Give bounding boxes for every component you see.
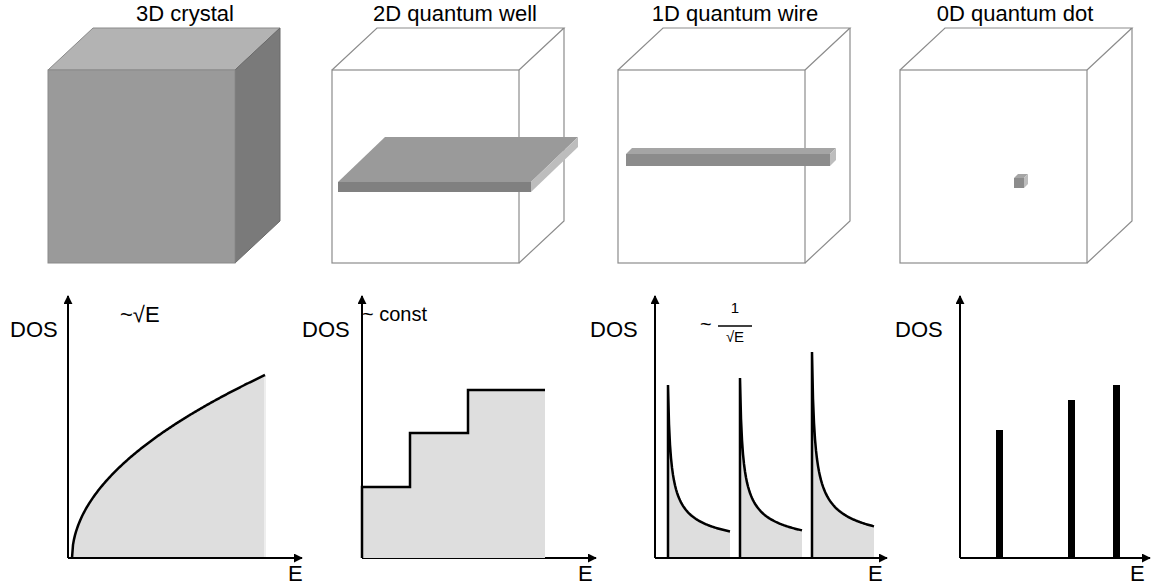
dos-staircase [362, 390, 545, 558]
fraction-bar [718, 325, 752, 327]
axes [68, 296, 1150, 558]
axis-label: DOS [590, 318, 638, 342]
quantum-dot-cube [1014, 174, 1028, 188]
dos-inverse-sqrt-curve [668, 385, 730, 558]
panel-title: 2D quantum well [373, 2, 537, 26]
dos-fill [812, 352, 874, 558]
axis-label: E [288, 562, 303, 586]
axis-label: E [868, 562, 883, 586]
axis-label: DOS [895, 318, 943, 342]
formula: ~√E [120, 303, 160, 327]
formula: 1 [731, 300, 739, 317]
dos-inverse-sqrt-curve [740, 378, 802, 558]
quantum-well-slab [338, 137, 578, 192]
formula: ~ const [362, 303, 427, 325]
axis-label: E [1130, 562, 1145, 586]
dos-fill [668, 385, 730, 558]
axis-label: DOS [10, 318, 58, 342]
solid-cube [48, 28, 280, 263]
dos-sqrt-curve [72, 375, 265, 558]
panel-title: 1D quantum wire [652, 2, 818, 26]
box-outline [900, 28, 1132, 263]
box-outline [618, 28, 850, 263]
formula: ~ [700, 313, 712, 335]
dos-inverse-sqrt-curve [812, 352, 874, 558]
formula: √E [726, 329, 744, 346]
axis-label: E [578, 562, 593, 586]
dos-edge [264, 375, 266, 558]
axis-label: DOS [302, 318, 350, 342]
dos-fill [72, 375, 265, 558]
panel-title: 3D crystal [136, 2, 234, 26]
quantum-wire-bar [626, 148, 836, 166]
dos-fill [740, 378, 802, 558]
panel-title: 0D quantum dot [937, 2, 1094, 26]
dos-delta-peaks [996, 385, 1120, 558]
